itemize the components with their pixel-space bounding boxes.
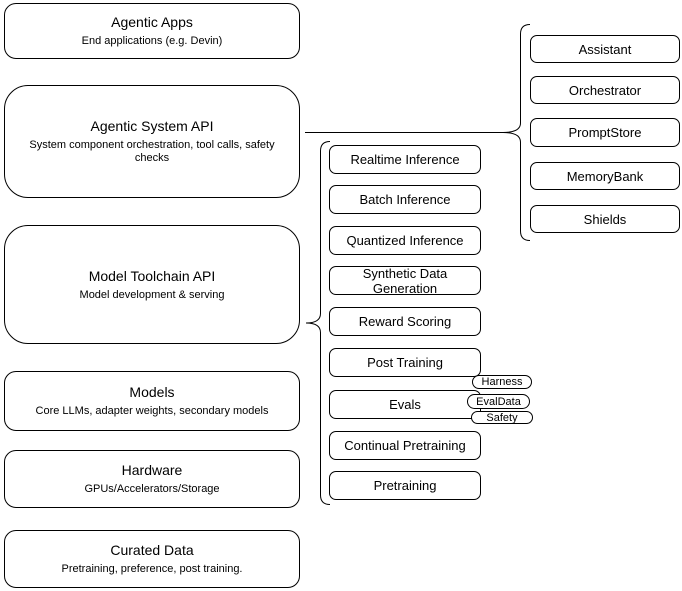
node-orchestrator: Orchestrator bbox=[530, 76, 680, 104]
box-subtitle: End applications (e.g. Devin) bbox=[81, 35, 223, 47]
node-realtime-inference: Realtime Inference bbox=[329, 145, 481, 174]
node-synthetic-data-generation: Synthetic Data Generation bbox=[329, 266, 481, 296]
box-curated-data: Curated Data Pretraining, preference, po… bbox=[4, 530, 300, 588]
box-subtitle: GPUs/Accelerators/Storage bbox=[84, 483, 220, 495]
box-subtitle: Model development & serving bbox=[79, 288, 225, 301]
box-title: Agentic System API bbox=[90, 118, 214, 134]
box-title: Models bbox=[129, 384, 175, 400]
box-model-toolchain-api: Model Toolchain API Model development & … bbox=[4, 225, 300, 344]
box-subtitle: Core LLMs, adapter weights, secondary mo… bbox=[35, 405, 269, 417]
box-models: Models Core LLMs, adapter weights, secon… bbox=[4, 371, 300, 431]
badge-safety: Safety bbox=[471, 411, 533, 424]
node-shields: Shields bbox=[530, 205, 680, 233]
toolchain-curly-brace bbox=[305, 141, 331, 505]
box-hardware: Hardware GPUs/Accelerators/Storage bbox=[4, 450, 300, 508]
box-agentic-apps: Agentic Apps End applications (e.g. Devi… bbox=[4, 3, 300, 59]
badge-harness: Harness bbox=[472, 375, 532, 389]
box-subtitle: System component orchestration, tool cal… bbox=[29, 139, 275, 164]
node-promptstore: PromptStore bbox=[530, 118, 680, 147]
box-subtitle: Pretraining, preference, post training. bbox=[61, 563, 243, 575]
node-memorybank: MemoryBank bbox=[530, 162, 680, 190]
box-title: Agentic Apps bbox=[111, 14, 193, 30]
node-reward-scoring: Reward Scoring bbox=[329, 307, 481, 336]
box-agentic-system-api: Agentic System API System component orch… bbox=[4, 85, 300, 198]
box-title: Curated Data bbox=[110, 542, 194, 558]
node-assistant: Assistant bbox=[530, 35, 680, 63]
node-pretraining: Pretraining bbox=[329, 471, 481, 500]
node-batch-inference: Batch Inference bbox=[329, 185, 481, 214]
system-curly-brace bbox=[502, 24, 531, 241]
node-quantized-inference: Quantized Inference bbox=[329, 226, 481, 255]
node-evals: Evals bbox=[329, 390, 481, 419]
node-post-training: Post Training bbox=[329, 348, 481, 377]
node-continual-pretraining: Continual Pretraining bbox=[329, 431, 481, 460]
box-title: Model Toolchain API bbox=[88, 267, 216, 284]
box-title: Hardware bbox=[121, 462, 183, 478]
badge-evaldata: EvalData bbox=[467, 394, 530, 409]
